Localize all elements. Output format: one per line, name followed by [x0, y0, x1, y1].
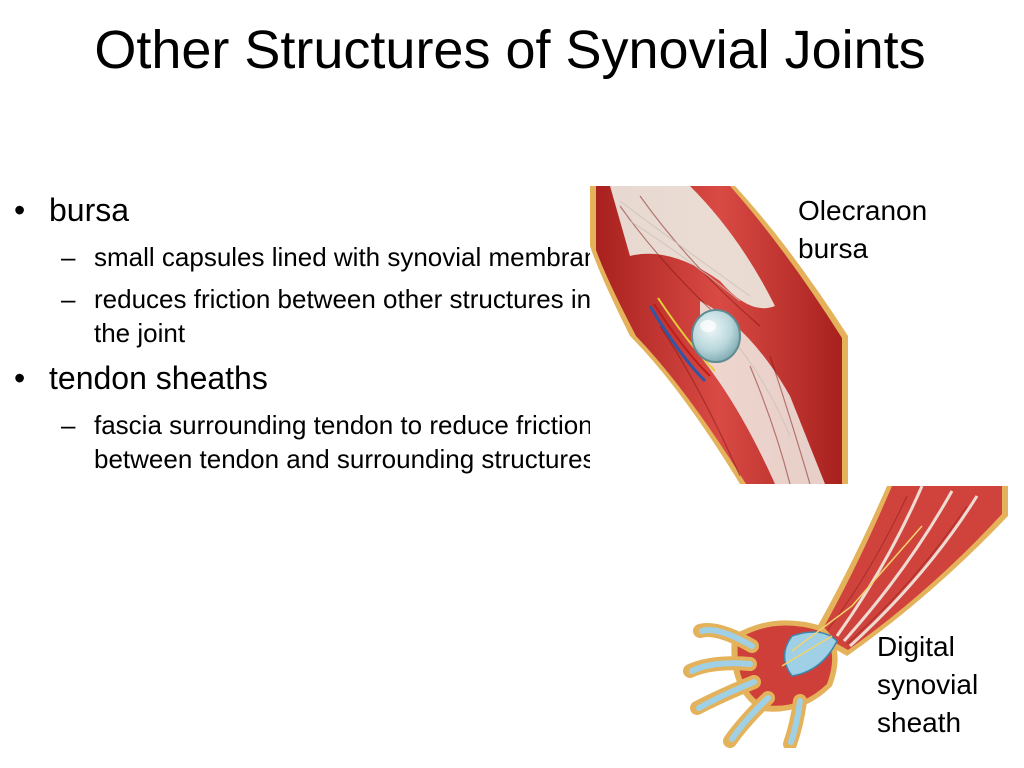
- bullet-bursa: • bursa: [14, 190, 634, 230]
- sub-bullet-text: small capsules lined with synovial membr…: [94, 242, 626, 272]
- sub-bullet-text: reduces friction between other structure…: [94, 284, 592, 348]
- bullet-marker: •: [14, 360, 26, 396]
- bullet-list: • bursa – small capsules lined with syno…: [14, 190, 634, 484]
- elbow-anatomy-illustration: [590, 186, 848, 484]
- sub-bullet-marker: –: [61, 410, 76, 440]
- bullet-marker: •: [14, 192, 26, 228]
- sub-bullet: – reduces friction between other structu…: [14, 282, 634, 350]
- sub-bullet-text: fascia surrounding tendon to reduce fric…: [94, 410, 596, 474]
- bullet-text: bursa: [49, 192, 130, 228]
- sub-bullet: – fascia surrounding tendon to reduce fr…: [14, 408, 634, 476]
- caption-digital-synovial-sheath: Digital synovial sheath: [877, 631, 979, 738]
- sub-bullet: – small capsules lined with synovial mem…: [14, 240, 634, 274]
- slide-title: Other Structures of Synovial Joints: [94, 20, 926, 80]
- sub-bullet-marker: –: [61, 284, 76, 314]
- bullet-tendon-sheaths: • tendon sheaths: [14, 358, 634, 398]
- caption-olecranon-bursa: Olecranon bursa: [798, 195, 928, 264]
- sub-bullet-marker: –: [61, 242, 76, 272]
- bullet-text: tendon sheaths: [49, 360, 268, 396]
- forearm-hand-anatomy-illustration: [672, 486, 1008, 748]
